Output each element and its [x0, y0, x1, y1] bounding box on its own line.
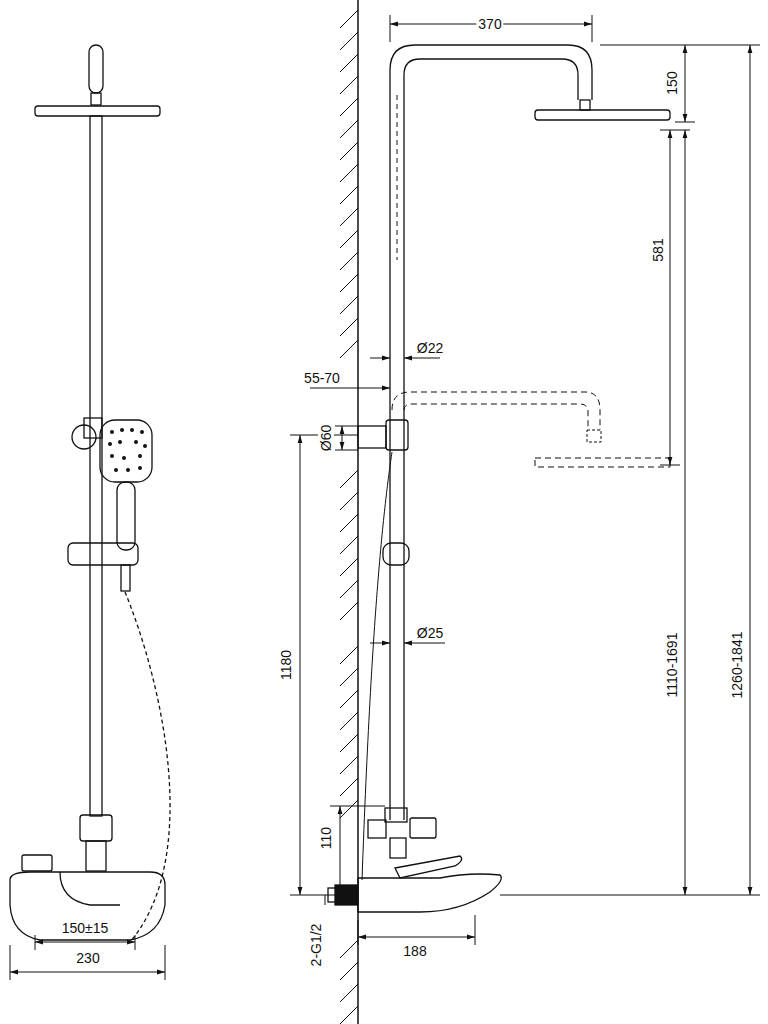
dimension-label: 2-G1/2	[308, 922, 324, 969]
wall-hatch	[340, 0, 358, 1024]
dimension-label: Ø60	[318, 423, 334, 453]
side-view	[328, 45, 670, 912]
dimension-label: 1260-1841	[729, 630, 745, 701]
dimension-label: 110	[318, 825, 334, 851]
dimension-label: 1110-1691	[664, 631, 680, 700]
dimension-lines	[290, 15, 760, 945]
dimension-label: 188	[401, 943, 428, 959]
dimension-label: Ø22	[415, 340, 445, 356]
dimension-label: 230	[74, 950, 101, 966]
front-view	[10, 45, 170, 980]
dimension-label: 370	[476, 16, 503, 32]
dimension-label: 150±15	[60, 920, 111, 936]
dimension-label: 1180	[278, 648, 294, 682]
dimension-label: 150	[664, 69, 680, 96]
dimension-label: 55-70	[302, 370, 342, 386]
dimension-label: Ø25	[415, 625, 445, 641]
dimension-label: 581	[650, 236, 666, 263]
